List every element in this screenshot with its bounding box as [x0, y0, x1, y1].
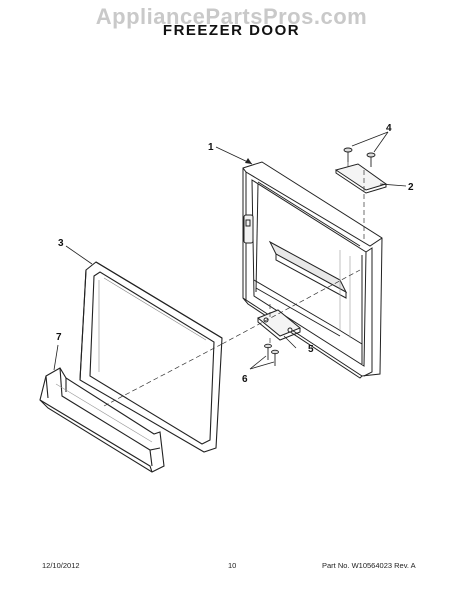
footer-page-number: 10: [228, 561, 237, 570]
freezer-door-part: [242, 161, 383, 379]
alignment-lines: [103, 162, 365, 407]
door-bin-part: [39, 367, 165, 473]
callout-1: 1: [208, 142, 214, 153]
hinge-bracket-part: [334, 163, 388, 194]
screw-pair-part: [343, 147, 376, 167]
footer-date: 12/10/2012: [42, 561, 80, 570]
callout-2: 2: [408, 182, 414, 193]
callout-4: 4: [386, 123, 392, 134]
footer-part-number: Part No. W10564023 Rev. A: [322, 561, 416, 570]
bottom-screw-pair-part: [264, 343, 279, 366]
callout-5: 5: [308, 344, 314, 355]
bottom-hinge-part: [257, 309, 301, 341]
door-gasket-part: [79, 261, 223, 453]
callout-3: 3: [58, 238, 64, 249]
callout-6: 6: [242, 374, 248, 385]
callout-labels: 1 2 3 4 5 6 7: [56, 123, 414, 385]
watermark-text: AppliancePartsPros.com: [95, 4, 368, 29]
page-title: FREEZER DOOR: [162, 22, 301, 39]
callout-7: 7: [56, 332, 62, 343]
leader-lines: [53, 131, 407, 371]
